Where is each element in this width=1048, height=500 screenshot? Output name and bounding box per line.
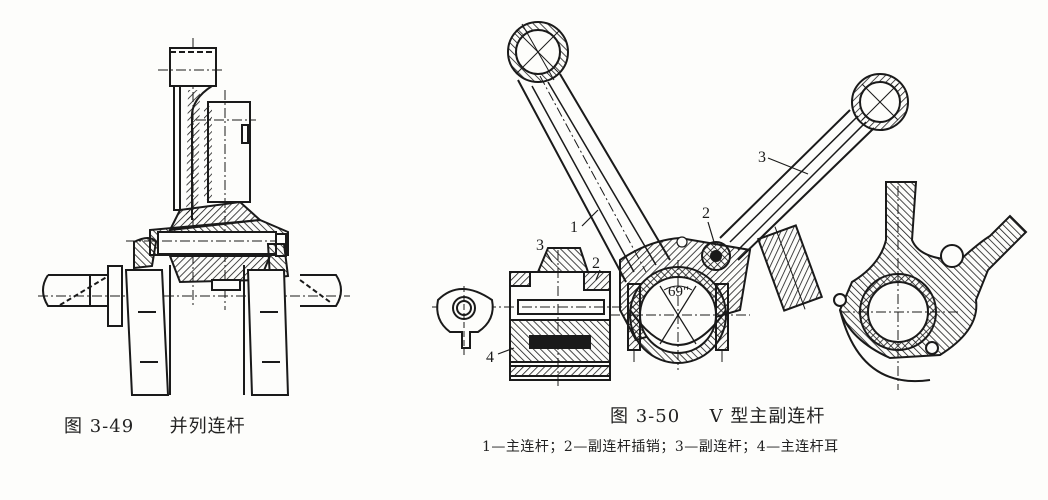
callout-4: 4: [486, 349, 494, 366]
v-type-rod-drawing: 1 2 3 3 2 4 69": [432, 21, 1028, 390]
figure-3-49-caption: 图 3-49 并列连杆: [64, 412, 246, 438]
callout-2-side: 2: [592, 255, 600, 272]
callout-3-rod: 3: [758, 149, 766, 166]
figure-title: V 型主副连杆: [709, 406, 826, 427]
figure-3-49-parallel-connecting-rod: [30, 30, 370, 400]
callout-1: 1: [570, 219, 578, 236]
figure-number: 图 3-50: [610, 406, 681, 427]
figure-3-50-legend: 1—主连杆；2—副连杆插销；3—副连杆；4—主连杆耳: [482, 436, 839, 456]
parallel-rod-drawing: [38, 38, 350, 396]
legend-text: 1—主连杆；2—副连杆插销；3—副连杆；4—主连杆耳: [482, 439, 839, 455]
figure-3-50-v-type-rod: 1 2 3 3 2 4 69": [420, 10, 1040, 395]
figure-number: 图 3-49: [64, 416, 135, 437]
angle-annotation: 69": [668, 284, 689, 300]
callout-3-side: 3: [536, 237, 544, 254]
figure-title: 并列连杆: [169, 416, 246, 437]
figure-3-50-caption: 图 3-50 V 型主副连杆: [610, 402, 825, 428]
callout-2-pin: 2: [702, 205, 710, 222]
